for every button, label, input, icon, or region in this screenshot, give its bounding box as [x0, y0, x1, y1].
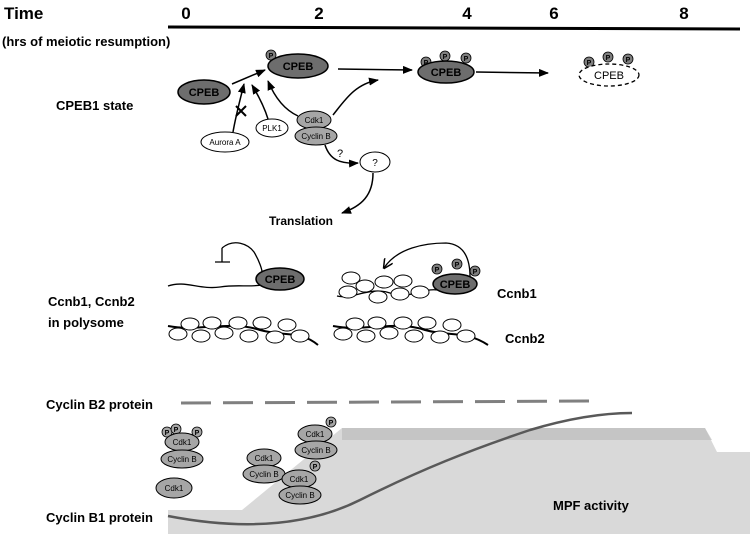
cpeb-degraded: P P P CPEB — [578, 51, 640, 87]
cdk1-cyclinb-complex-c: P Cdk1 Cyclin B — [278, 460, 322, 505]
time-tick-4: 4 — [462, 4, 472, 23]
arrow-p3-to-degraded — [475, 68, 549, 77]
arrow-unknown-to-translation — [341, 172, 374, 214]
svg-text:Cyclin B: Cyclin B — [167, 455, 196, 464]
cyclin-b2-dashed-line — [180, 399, 597, 405]
time-tick-0: 0 — [181, 4, 190, 23]
svg-text:Cyclin B: Cyclin B — [301, 446, 330, 455]
svg-text:CPEB: CPEB — [265, 274, 296, 286]
time-tick-8: 8 — [679, 4, 688, 23]
ccnb2-label: Ccnb2 — [505, 331, 545, 346]
phospho-label: P — [587, 60, 592, 67]
svg-text:P: P — [473, 269, 478, 276]
cdk1-monomer: Cdk1 — [155, 477, 193, 499]
row-label-cyclin-b1: Cyclin B1 protein — [46, 510, 153, 525]
mpf-area-top-shade — [342, 428, 712, 440]
svg-text:P: P — [195, 430, 200, 437]
ribosome-cluster-ccnb2-left — [168, 316, 310, 344]
arrow-plk1-to-cpeb — [251, 84, 269, 120]
svg-text:P: P — [174, 427, 179, 434]
arrow-cdk1-to-cpeb-p3 — [332, 77, 379, 116]
plk1-node: PLK1 — [255, 118, 289, 138]
mpf-activity-label: MPF activity — [553, 498, 630, 513]
translation-label: Translation — [269, 214, 333, 228]
inhibition-bar — [215, 248, 230, 263]
svg-text:P: P — [165, 430, 170, 437]
time-tick-2: 2 — [314, 4, 323, 23]
aurora-a-node: Aurora A — [200, 131, 250, 153]
svg-text:P: P — [329, 420, 334, 427]
phospho-mark — [460, 52, 472, 64]
svg-text:P: P — [435, 267, 440, 274]
arrow-cdk1-to-unknown — [324, 144, 359, 168]
time-axis-line — [167, 25, 741, 31]
svg-text:PLK1: PLK1 — [262, 124, 282, 133]
svg-text:Cdk1: Cdk1 — [305, 116, 324, 125]
ribosome-cluster-ccnb1 — [338, 271, 430, 304]
row-label-polysome-2: in polysome — [48, 315, 124, 330]
svg-text:Cdk1: Cdk1 — [255, 454, 274, 463]
cpeb-on-mrna: CPEB — [255, 267, 305, 291]
cpeb-phospho-on-mrna: P P P CPEB — [431, 258, 481, 295]
svg-text:Cyclin B: Cyclin B — [301, 132, 330, 141]
ribosome-cluster-ccnb2-right — [333, 316, 476, 344]
repression-loop — [221, 242, 263, 273]
cpeb-monophosphorylated: P CPEB — [265, 49, 329, 79]
phospho-label: P — [464, 56, 469, 63]
phospho-label: P — [626, 57, 631, 64]
svg-text:Aurora A: Aurora A — [209, 138, 241, 147]
time-title: Time — [4, 4, 43, 23]
cyclin-b1-curve — [167, 411, 633, 526]
svg-text:Cdk1: Cdk1 — [173, 438, 192, 447]
unknown-question-mark: ? — [337, 148, 343, 160]
cdk1-cyclinb-complex: Cdk1 Cyclin B — [294, 110, 338, 146]
svg-text:Cyclin B: Cyclin B — [249, 470, 278, 479]
ccnb1-label: Ccnb1 — [497, 286, 537, 301]
phospho-label: P — [269, 53, 274, 60]
row-label-polysome-1: Ccnb1, Ccnb2 — [48, 294, 135, 309]
cpeb-label: CPEB — [594, 70, 624, 82]
svg-text:Cdk1: Cdk1 — [306, 430, 325, 439]
phospho-label: P — [606, 55, 611, 62]
arrow-p1-to-p3 — [337, 65, 413, 74]
inhibition-cross-icon — [235, 105, 247, 117]
time-subtitle: (hrs of meiotic resumption) — [2, 34, 170, 49]
phospho-label: P — [443, 54, 448, 61]
svg-text:P: P — [455, 262, 460, 269]
cpeb-label: CPEB — [283, 61, 314, 73]
arrow-cdk1-to-cpeb-p — [267, 80, 299, 117]
svg-text:?: ? — [372, 158, 378, 169]
svg-text:Cdk1: Cdk1 — [165, 484, 184, 493]
cpeb-hyperphosphorylated: P P P CPEB — [417, 50, 475, 84]
cpeb-label: CPEB — [431, 67, 462, 79]
svg-text:P: P — [313, 464, 318, 471]
ccnb1-mrna-repressed — [167, 283, 267, 289]
translation-loop-arrow — [384, 242, 471, 278]
cdk1-cyclinb-complex-b: P Cdk1 Cyclin B — [294, 416, 338, 460]
cpeb-unphosphorylated: CPEB — [177, 79, 231, 105]
cpeb-label: CPEB — [189, 87, 220, 99]
phospho-mark — [602, 51, 614, 63]
time-tick-6: 6 — [549, 4, 558, 23]
unknown-factor-node: ? — [359, 151, 391, 173]
svg-text:CPEB: CPEB — [440, 279, 471, 291]
phospho-mark — [622, 53, 634, 65]
cdk1-cyclinb-complex-a: Cdk1 Cyclin B — [242, 448, 286, 484]
svg-text:Cyclin B: Cyclin B — [285, 491, 314, 500]
row-label-cpeb-state: CPEB1 state — [56, 98, 133, 113]
cdk1-cyclinb-complex-phospho: P P P Cdk1 Cyclin B — [160, 423, 204, 469]
row-label-cyclin-b2: Cyclin B2 protein — [46, 397, 153, 412]
svg-text:Cdk1: Cdk1 — [290, 475, 309, 484]
arrow-cpeb-to-p1 — [231, 69, 266, 85]
